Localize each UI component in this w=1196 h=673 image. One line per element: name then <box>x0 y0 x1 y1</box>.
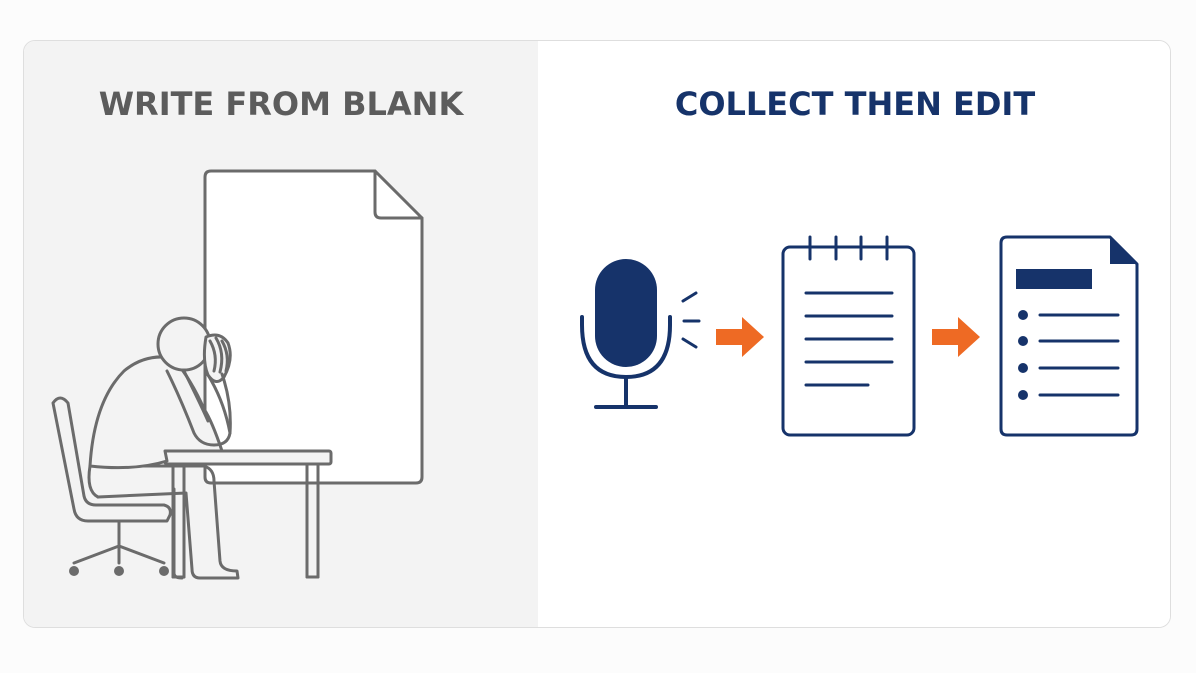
sound-waves <box>681 291 701 349</box>
write-from-blank-title: WRITE FROM BLANK <box>98 85 464 123</box>
collect-then-edit-illustration <box>580 235 1139 437</box>
write-from-blank-illustration <box>51 169 424 580</box>
frustrated-person-icon <box>88 316 232 470</box>
comparison-card: WRITE FROM BLANK <box>23 40 1171 628</box>
edited-document-icon <box>999 235 1139 437</box>
collect-then-edit-title: COLLECT THEN EDIT <box>674 85 1036 123</box>
desk-icon <box>163 449 333 579</box>
notepad-icon <box>781 235 916 437</box>
collect-then-edit-panel: COLLECT THEN EDIT <box>538 41 1170 627</box>
arrow-right-icon <box>932 317 980 357</box>
office-chair-icon <box>51 396 172 576</box>
write-from-blank-panel: WRITE FROM BLANK <box>24 41 538 627</box>
blank-page-icon <box>203 169 424 485</box>
microphone-icon <box>580 259 701 409</box>
arrow-right-icon <box>716 317 764 357</box>
